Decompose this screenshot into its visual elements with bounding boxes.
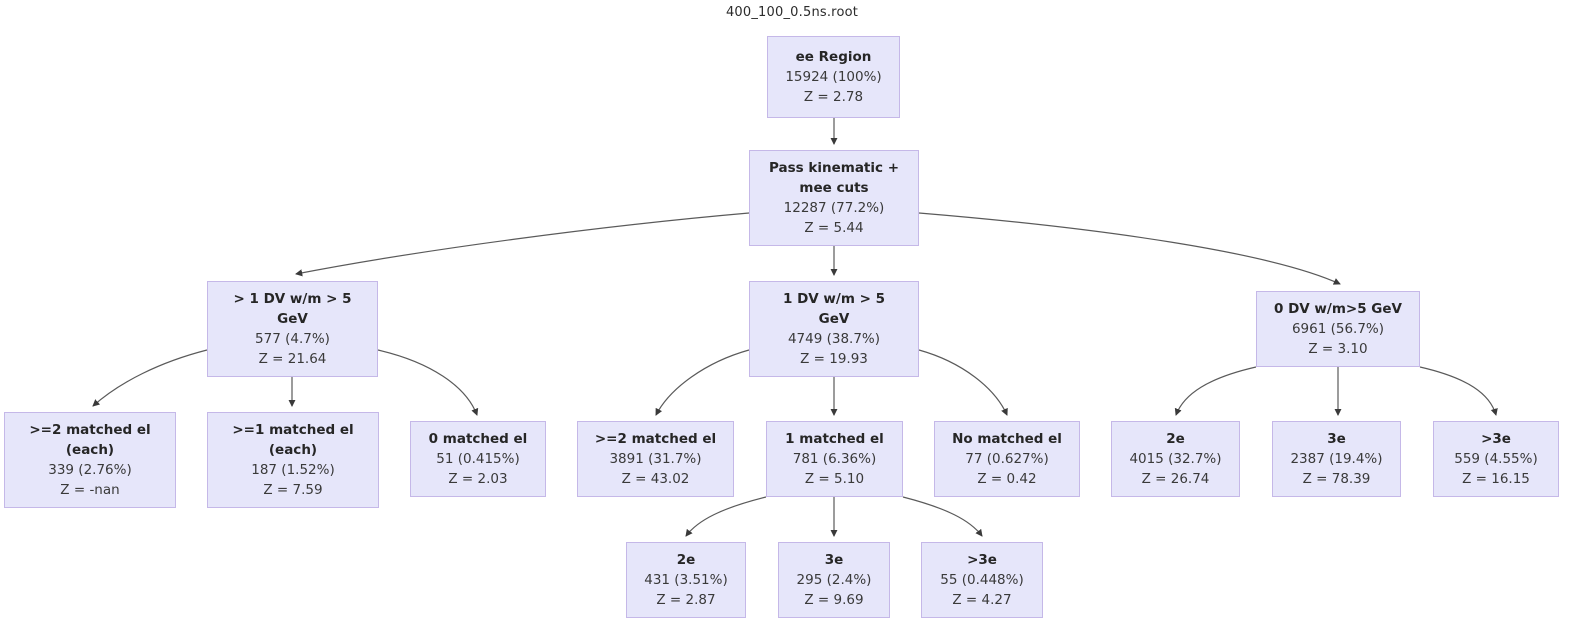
graph-title: 400_100_0.5ns.root [725, 5, 859, 20]
node-label: 0 DV w/m>5 GeV [1273, 301, 1402, 317]
edge-zero_dv-to-dv0_gt3e [1419, 366, 1498, 416]
node-count: 339 (2.76%) [48, 462, 132, 478]
node-significance: Z = 2.03 [448, 471, 508, 487]
node-label: >3e [1481, 431, 1511, 447]
node-count: 2387 (19.4%) [1290, 451, 1383, 467]
node-label: Pass kinematic + mee cuts [768, 160, 900, 196]
node-m1_gt3e[interactable]: >3e 55 (0.448%) Z = 4.27 [921, 542, 1043, 618]
node-pass_cuts[interactable]: Pass kinematic + mee cuts 12287 (77.2%) Z … [749, 150, 919, 246]
node-no_matched_el[interactable]: No matched el 77 (0.627%) Z = 0.42 [934, 421, 1080, 497]
node-m1_3e[interactable]: 3e 295 (2.4%) Z = 9.69 [778, 542, 890, 618]
edge-one_dv-to-ge2_matched_el [655, 349, 750, 416]
node-dv0_gt3e[interactable]: >3e 559 (4.55%) Z = 16.15 [1433, 421, 1559, 497]
node-label: >3e [967, 552, 997, 568]
node-label: >=2 matched el (each) [29, 422, 151, 458]
node-zero_matched_el[interactable]: 0 matched el 51 (0.415%) Z = 2.03 [410, 421, 546, 497]
node-significance: Z = 16.15 [1462, 471, 1530, 487]
node-label: >=1 matched el (each) [232, 422, 354, 458]
node-significance: Z = -nan [60, 482, 120, 498]
edge-gt1_dv-to-zero_matched_el [377, 349, 479, 416]
node-count: 4015 (32.7%) [1129, 451, 1222, 467]
node-label: 2e [1166, 431, 1185, 447]
node-label: 3e [1327, 431, 1346, 447]
node-significance: Z = 5.10 [804, 471, 865, 487]
node-count: 559 (4.55%) [1454, 451, 1538, 467]
node-significance: Z = 7.59 [263, 482, 323, 498]
node-significance: Z = 2.87 [656, 592, 716, 608]
node-count: 295 (2.4%) [796, 572, 872, 588]
edge-gt1_dv-to-ge2_matched_each [92, 349, 208, 407]
node-significance: Z = 3.10 [1308, 341, 1368, 357]
node-ge2_matched_each[interactable]: >=2 matched el (each) 339 (2.76%) Z = -nan [4, 412, 176, 508]
node-count: 3891 (31.7%) [609, 451, 702, 467]
node-ee_region[interactable]: ee Region 15924 (100%) Z = 2.78 [767, 36, 900, 118]
node-count: 12287 (77.2%) [783, 200, 885, 216]
node-dv0_3e[interactable]: 3e 2387 (19.4%) Z = 78.39 [1272, 421, 1401, 497]
node-dv0_2e[interactable]: 2e 4015 (32.7%) Z = 26.74 [1111, 421, 1240, 497]
node-count: 187 (1.52%) [251, 462, 335, 478]
node-label: 2e [676, 552, 696, 568]
node-label: 3e [824, 552, 844, 568]
node-count: 577 (4.7%) [255, 331, 330, 347]
node-count: 781 (6.36%) [792, 451, 877, 467]
node-significance: Z = 19.93 [800, 351, 868, 367]
node-label: 0 matched el [428, 431, 528, 447]
edge-one_matched_el-to-m1_gt3e [902, 496, 983, 537]
node-m1_2e[interactable]: 2e 431 (3.51%) Z = 2.87 [626, 542, 746, 618]
edge-pass_cuts-to-zero_dv [918, 212, 1341, 285]
edge-pass_cuts-to-gt1_dv [295, 212, 750, 277]
node-count: 51 (0.415%) [436, 451, 520, 467]
node-count: 6961 (56.7%) [1291, 321, 1385, 337]
node-one_matched_el[interactable]: 1 matched el 781 (6.36%) Z = 5.10 [766, 421, 903, 497]
node-significance: Z = 0.42 [977, 471, 1037, 487]
node-count: 77 (0.627%) [965, 451, 1049, 467]
node-ge2_matched_el[interactable]: >=2 matched el 3891 (31.7%) Z = 43.02 [577, 421, 734, 497]
node-count: 4749 (38.7%) [787, 331, 881, 347]
edge-one_matched_el-to-m1_2e [685, 496, 767, 537]
node-gt1_dv[interactable]: > 1 DV w/m > 5 GeV 577 (4.7%) Z = 21.64 [207, 281, 378, 377]
node-ge1_matched_each[interactable]: >=1 matched el (each) 187 (1.52%) Z = 7.59 [207, 412, 379, 508]
edge-zero_dv-to-dv0_2e [1174, 366, 1257, 416]
node-significance: Z = 2.78 [803, 89, 864, 105]
node-label: ee Region [795, 49, 872, 65]
node-significance: Z = 21.64 [258, 351, 327, 367]
node-significance: Z = 78.39 [1302, 471, 1371, 487]
node-count: 431 (3.51%) [644, 572, 728, 588]
node-label: No matched el [952, 431, 1062, 447]
node-label: > 1 DV w/m > 5 GeV [233, 291, 352, 327]
node-count: 55 (0.448%) [940, 572, 1024, 588]
node-zero_dv[interactable]: 0 DV w/m>5 GeV 6961 (56.7%) Z = 3.10 [1256, 291, 1420, 367]
node-label: 1 DV w/m > 5 GeV [782, 291, 886, 327]
node-count: 15924 (100%) [785, 69, 882, 85]
node-significance: Z = 43.02 [621, 471, 690, 487]
edge-one_dv-to-no_matched_el [918, 349, 1008, 416]
node-label: 1 matched el [785, 431, 884, 447]
node-significance: Z = 4.27 [952, 592, 1012, 608]
node-one_dv[interactable]: 1 DV w/m > 5 GeV 4749 (38.7%) Z = 19.93 [749, 281, 919, 377]
node-significance: Z = 9.69 [804, 592, 864, 608]
node-significance: Z = 26.74 [1141, 471, 1210, 487]
node-significance: Z = 5.44 [804, 220, 864, 236]
node-label: >=2 matched el [594, 431, 717, 447]
